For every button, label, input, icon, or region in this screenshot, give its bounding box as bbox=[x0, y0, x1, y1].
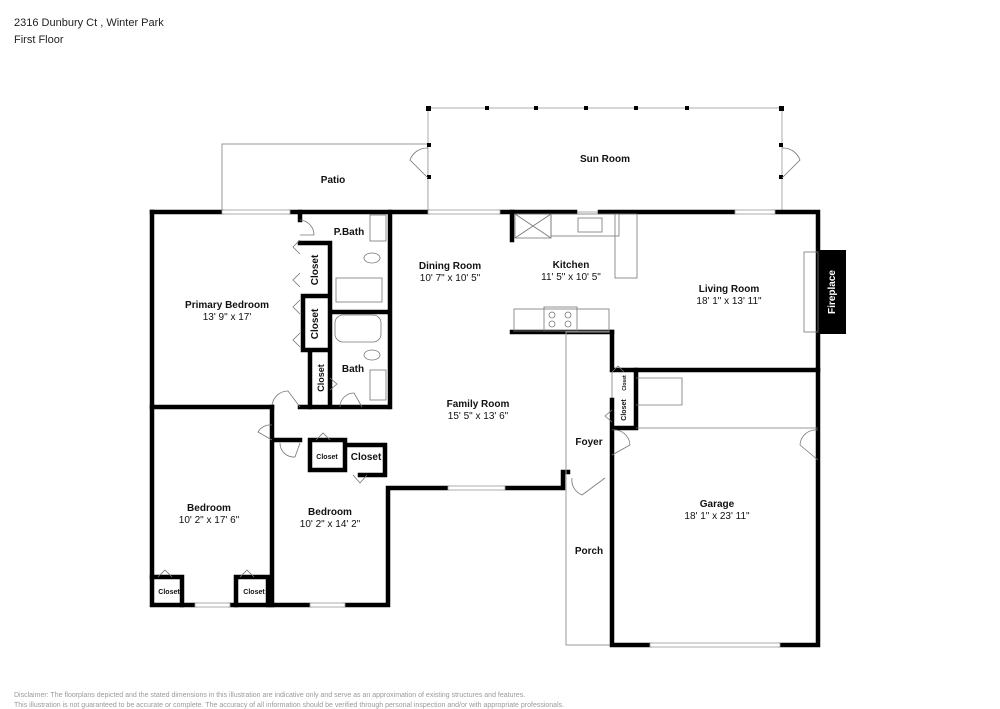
porch-label: Porch bbox=[574, 546, 604, 557]
cooktop bbox=[543, 306, 578, 332]
bathtub bbox=[334, 314, 382, 343]
closet-doors-primary bbox=[292, 239, 301, 348]
sink-bath bbox=[369, 369, 387, 401]
closet-bath-label: Closet bbox=[316, 364, 326, 392]
bedroom-closet-walls bbox=[149, 574, 271, 608]
hearth bbox=[803, 251, 819, 333]
sun-room-posts bbox=[426, 106, 784, 179]
sun-room-outline bbox=[427, 107, 783, 213]
foyer-porch-outline bbox=[565, 331, 613, 646]
foyer-label: Foyer bbox=[575, 437, 603, 448]
closet-primary-lower-label: Closet bbox=[310, 308, 321, 340]
closet-foyer-lower-label: Closet bbox=[621, 399, 628, 421]
closet-hall-small-label: Closet bbox=[316, 454, 338, 461]
closet-bedroom-left-b-label: Closet bbox=[243, 589, 265, 596]
closet-bedroom-left-a-label: Closet bbox=[158, 589, 180, 596]
sun-room-door-left bbox=[409, 147, 429, 179]
property-address: 2316 Dunbury Ct , Winter Park bbox=[14, 17, 164, 29]
pbath-label: P.Bath bbox=[333, 227, 365, 238]
fireplace-label: Fireplace bbox=[827, 270, 838, 314]
patio-label: Patio bbox=[320, 175, 346, 186]
disclaimer-line-2: This illustration is not guaranteed to b… bbox=[14, 702, 565, 709]
closet-hall-large-label: Closet bbox=[350, 452, 382, 463]
floor-label: First Floor bbox=[14, 34, 64, 46]
kitchen-counter bbox=[550, 213, 620, 237]
garage-walls bbox=[609, 329, 821, 648]
sink-pbath bbox=[369, 214, 387, 242]
bedroom-walls bbox=[269, 404, 388, 608]
kitchen-sink bbox=[577, 217, 603, 233]
toilet-bath bbox=[363, 349, 381, 361]
top-walls bbox=[149, 209, 821, 373]
bath-label: Bath bbox=[341, 364, 365, 375]
fireplace-block bbox=[820, 250, 846, 334]
closet-primary-upper-label: Closet bbox=[310, 254, 321, 286]
sun-room-label: Sun Room bbox=[580, 154, 630, 165]
sun-room-door-right bbox=[781, 147, 801, 179]
closet-foyer-upper-label: Closet bbox=[622, 375, 628, 391]
bath-walls bbox=[297, 209, 393, 410]
toilet-pbath bbox=[363, 252, 381, 264]
kitchen-peninsula bbox=[614, 213, 638, 279]
shower bbox=[335, 277, 383, 303]
kitchen-island bbox=[513, 308, 610, 332]
disclaimer-line-1: Disclaimer: The floorplans depicted and … bbox=[14, 692, 526, 699]
